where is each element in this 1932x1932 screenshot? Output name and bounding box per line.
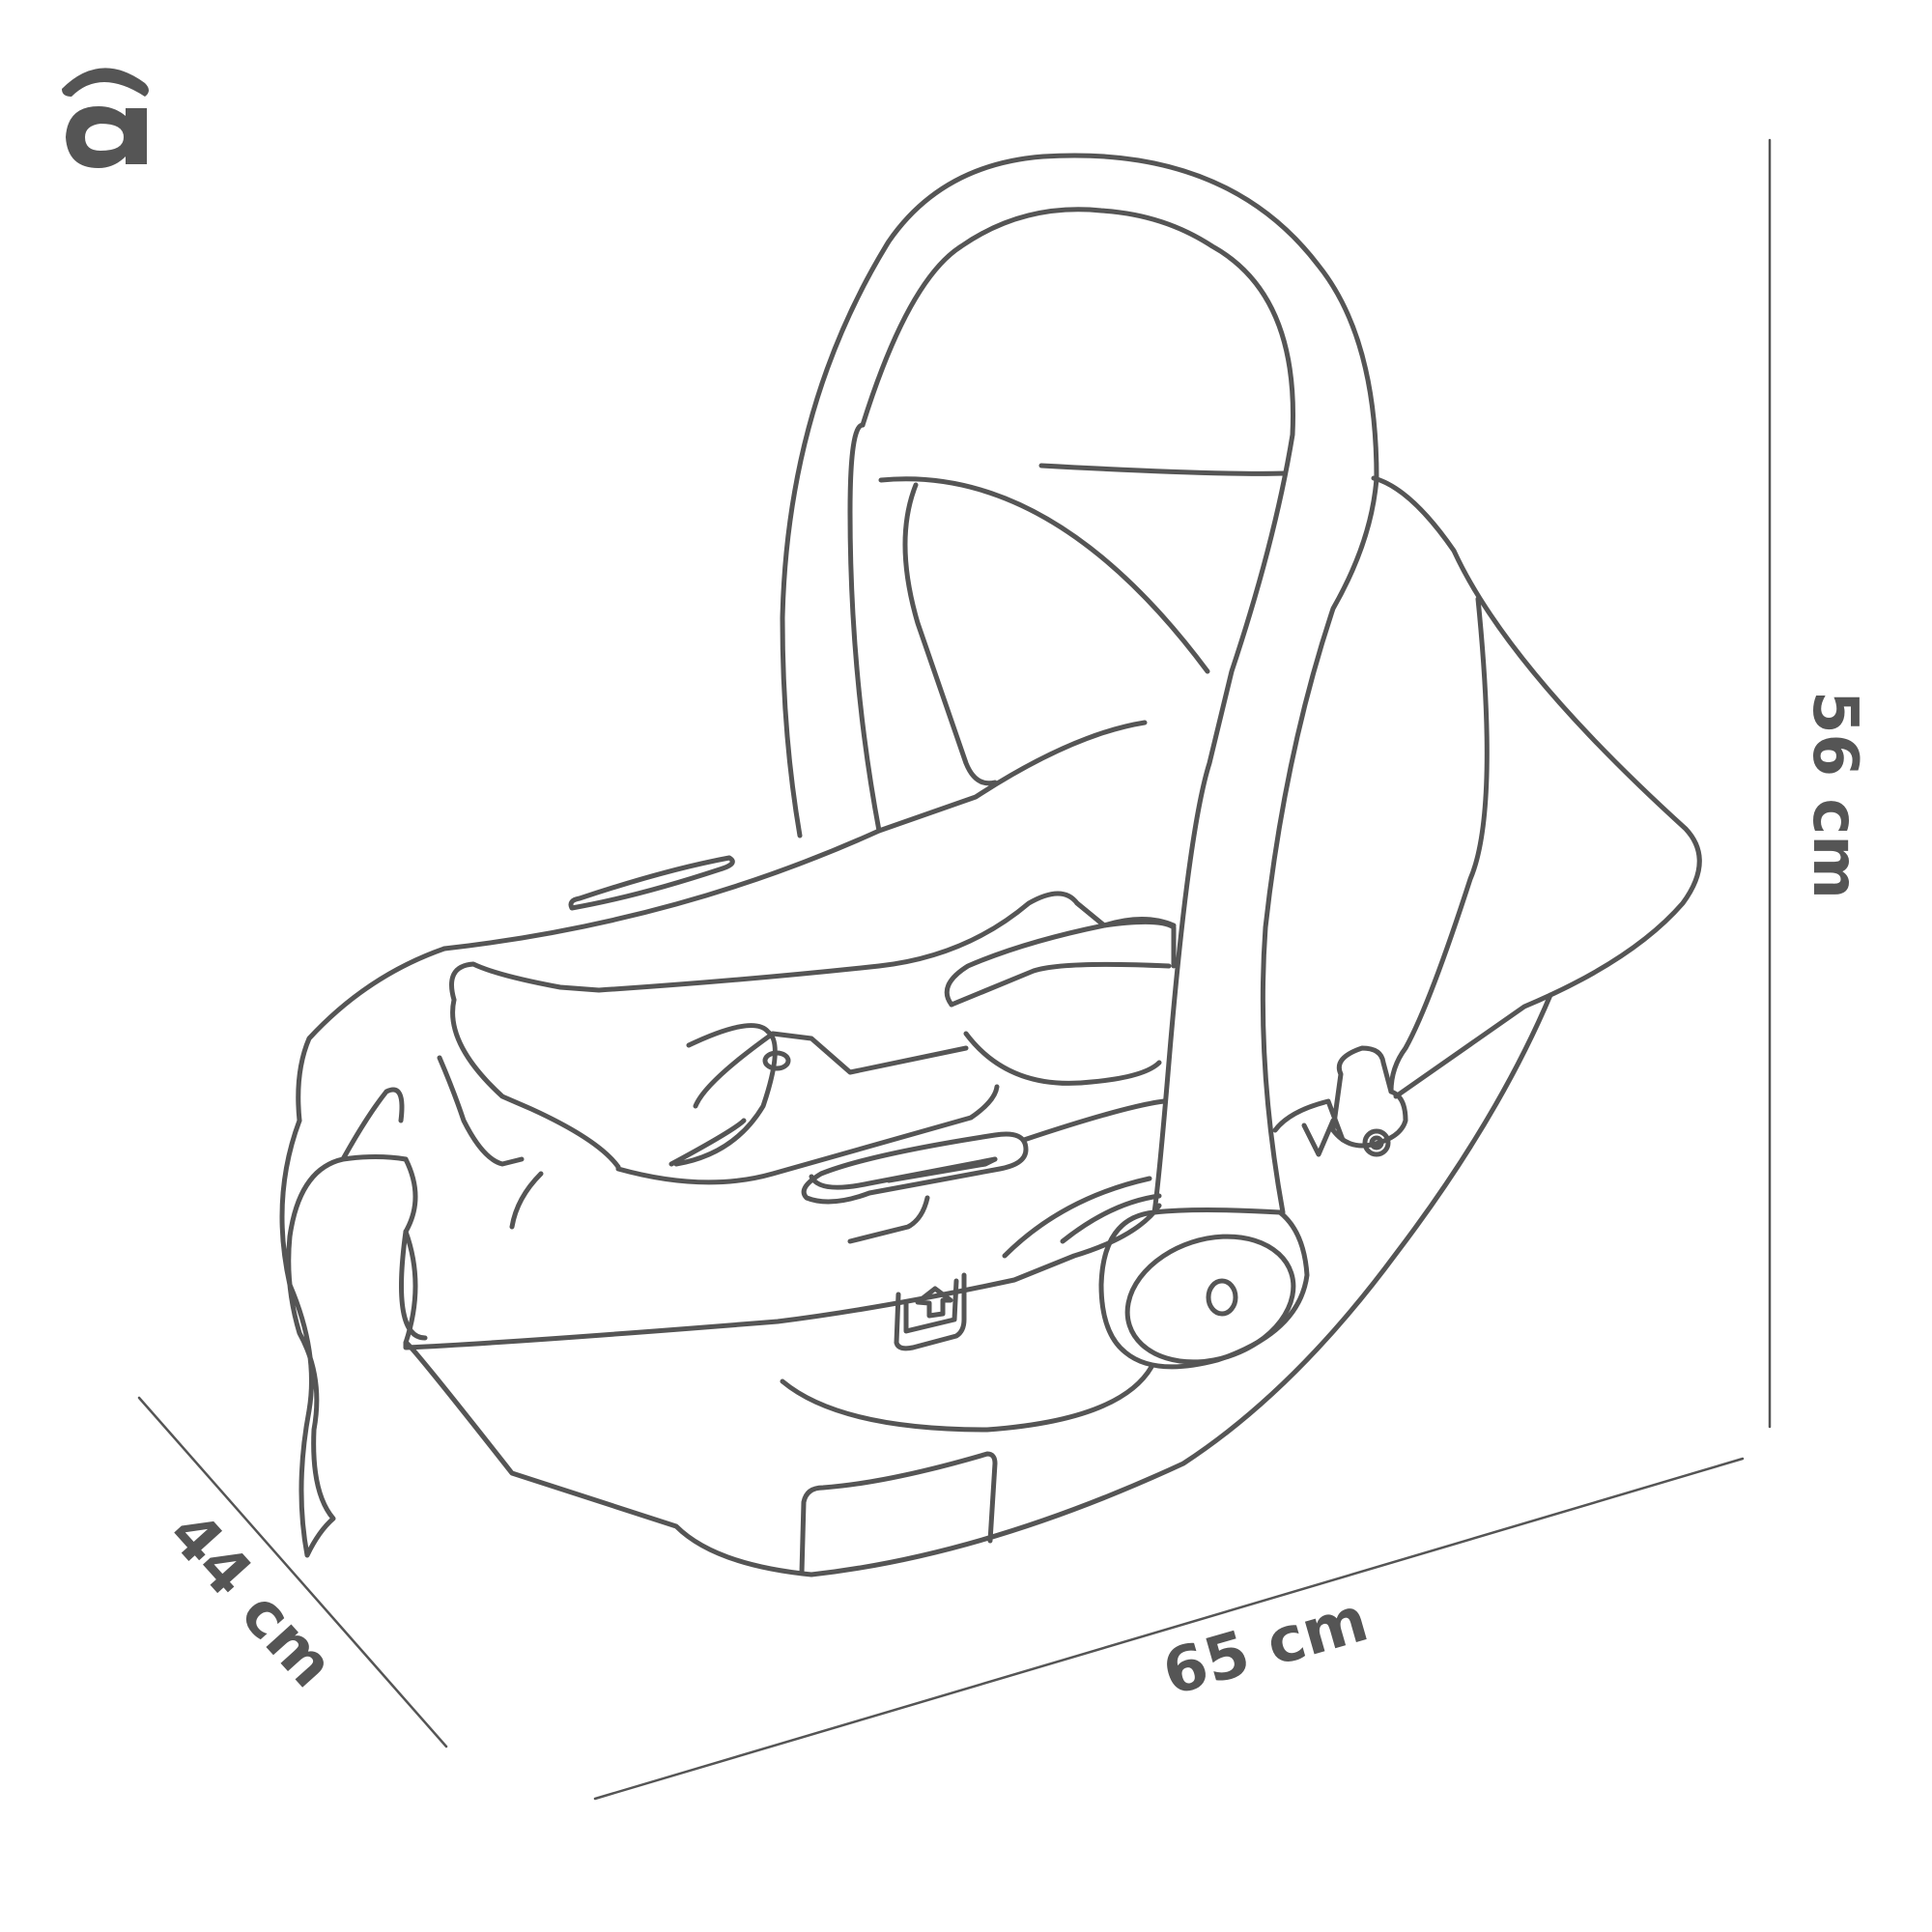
length-label: 65 cm [1155, 1584, 1376, 1711]
brand-logo-icon [62, 68, 149, 168]
car-seat-drawing [279, 153, 1702, 1577]
height-label: 56 cm [1799, 691, 1870, 899]
length-dimension-line [593, 1457, 1745, 1801]
width-dimension-line [137, 1396, 448, 1748]
